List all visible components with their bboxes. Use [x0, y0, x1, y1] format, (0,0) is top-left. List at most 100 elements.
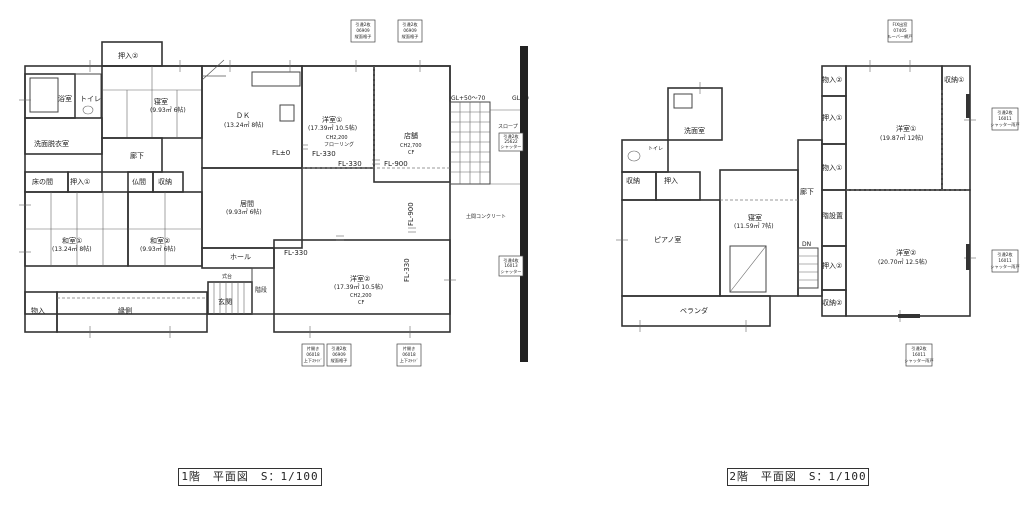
floor2-caption: 2階 平面図 S：1/100 — [727, 468, 869, 486]
svg-text:06909: 06909 — [332, 352, 346, 357]
f1-senmen-label: 洗面脱衣室 — [34, 139, 69, 148]
f2-monoire2-label: 物入② — [822, 75, 842, 84]
f2-tag-1: FIX出窓 07405 ルーバー網戸 — [887, 19, 913, 43]
svg-text:ルーバー網戸: ルーバー網戸 — [887, 33, 912, 40]
f1-youshitsu2-ch: CH2,200 — [350, 293, 372, 299]
f1-youshitsu1-floor: フローリング — [324, 141, 354, 148]
f2-youshitsu1-area: (19.87㎡ 12帖) — [880, 134, 923, 142]
f1-shuunou-label: 収納 — [158, 177, 172, 186]
svg-text:縦面格子: 縦面格子 — [331, 357, 348, 364]
f1-washitsu2-label: 和室② — [150, 236, 170, 245]
f1-level-gl50: GL+50〜70 — [451, 95, 485, 102]
f2-oshiire-label: 押入 — [664, 176, 678, 185]
f1-genkan-label: 玄関 — [218, 297, 232, 306]
f2-window-tags: FIX出窓 07405 ルーバー網戸 引違2枚 16011 シャッター雨戸 引違… — [887, 19, 1020, 367]
f1-kyoma-label: 居間 — [240, 200, 254, 208]
f1-window-tags: 引違2枚 06909 縦面格子 引違2枚 06909 縦面格子 引違2枚 256… — [301, 19, 524, 367]
f1-level-fl900b: FL-900 — [407, 202, 415, 226]
f2-piano-label: ピアノ室 — [654, 235, 681, 244]
svg-text:片開き: 片開き — [403, 345, 416, 352]
f1-butsuma-label: 仏間 — [132, 178, 146, 186]
f1-bedroom-label: 寝室 — [154, 97, 168, 106]
svg-text:上下ｽﾗｲﾄﾞ: 上下ｽﾗｲﾄﾞ — [304, 357, 323, 364]
f1-washitsu1-area: (13.24㎡ 8帖) — [52, 245, 92, 253]
svg-text:25622: 25622 — [504, 139, 518, 144]
svg-text:引違4枚: 引違4枚 — [503, 257, 519, 264]
f1-tag-1: 引違2枚 06909 縦面格子 — [350, 19, 376, 43]
f2-toilet-label: トイレ — [648, 146, 663, 152]
svg-text:シャッター: シャッター — [501, 143, 522, 150]
f1-engawa-label: 縁側 — [118, 306, 132, 315]
f1-bedroom-area: (9.93㎡ 6帖) — [150, 106, 186, 114]
f1-dk-label: ＤＫ — [236, 112, 250, 120]
f2-shuunou1-label: 収納① — [944, 75, 964, 84]
f1-kyoma-area: (9.93㎡ 6帖) — [226, 208, 262, 216]
f1-hall-label: ホール — [230, 253, 251, 261]
svg-text:引違2枚: 引違2枚 — [911, 345, 927, 352]
f1-washitsu2-area: (9.93㎡ 6帖) — [140, 245, 176, 253]
svg-text:縦面格子: 縦面格子 — [402, 33, 419, 40]
f1-monooki-label: 物入 — [31, 306, 45, 315]
f1-youshitsu2-label: 洋室② — [350, 274, 370, 283]
f1-tenpo-cf: CF — [408, 150, 414, 156]
f2-rouka-label: 廊下 — [800, 187, 814, 196]
f2-senmen-label: 洗面室 — [684, 126, 705, 135]
svg-text:引違2枚: 引違2枚 — [355, 21, 371, 28]
f1-youshitsu2-cf: CF — [358, 300, 364, 306]
f1-level-fl330a: FL-330 — [312, 150, 336, 158]
f1-youshitsu1-ch: CH2,200 — [326, 135, 348, 141]
f1-tag-5: 片開き 06018 上下ｽﾗｲﾄﾞ — [301, 343, 325, 367]
f2-tag-4: 引違2枚 16011 シャッター雨戸 — [904, 343, 934, 367]
svg-text:引違2枚: 引違2枚 — [402, 21, 418, 28]
f2-tag-2: 引違2枚 16011 シャッター雨戸 — [990, 107, 1020, 131]
svg-text:06018: 06018 — [402, 352, 416, 357]
f2-shuunou2-label: 収納② — [822, 298, 842, 307]
f1-youshitsu2-area: (17.39㎡ 10.5帖) — [334, 283, 383, 291]
f1-level-fl330b: FL-330 — [338, 160, 362, 168]
svg-text:縦面格子: 縦面格子 — [355, 33, 372, 40]
floor1-caption: 1階 平面図 S：1/100 — [178, 468, 322, 486]
svg-text:07405: 07405 — [893, 28, 907, 33]
f1-youshitsu1-area: (17.39㎡ 10.5帖) — [308, 124, 357, 132]
f2-kaidan-label: 階設置 — [822, 211, 843, 220]
f2-tag-3: 引違2枚 16011 シャッター雨戸 — [990, 249, 1020, 273]
f2-monoire1-label: 物入① — [822, 163, 842, 172]
f1-tag-4: 引違4枚 16013 シャッター — [498, 255, 524, 277]
floor1-plan — [19, 41, 528, 362]
svg-text:FIX出窓: FIX出窓 — [893, 21, 908, 28]
f2-youshitsu1-label: 洋室① — [896, 124, 916, 133]
f1-bath-label: 浴室 — [58, 94, 72, 103]
f1-level-fl0: FL±0 — [272, 149, 290, 157]
f1-oshiire2-label: 押入② — [118, 51, 138, 60]
f1-washitsu1-label: 和室① — [62, 236, 82, 245]
f2-veranda-label: ベランダ — [680, 306, 708, 315]
svg-text:シャッター雨戸: シャッター雨戸 — [990, 121, 1019, 128]
svg-text:16011: 16011 — [912, 352, 926, 357]
f2-oshiire2-label: 押入② — [822, 261, 842, 270]
svg-text:引違2枚: 引違2枚 — [503, 133, 519, 140]
f1-tag-6: 引違2枚 06909 縦面格子 — [326, 343, 352, 367]
f2-shuunou-label: 収納 — [626, 176, 640, 185]
f2-bedroom-label: 寝室 — [748, 213, 762, 222]
svg-text:上下ｽﾗｲﾄﾞ: 上下ｽﾗｲﾄﾞ — [400, 357, 419, 364]
f1-oshiire1-label: 押入① — [70, 177, 90, 186]
f1-level-fl330d: FL-330 — [403, 258, 411, 282]
f1-rouka-label: 廊下 — [130, 151, 144, 160]
svg-text:06018: 06018 — [306, 352, 320, 357]
f1-tokonoma-label: 床の間 — [32, 177, 53, 186]
svg-text:シャッター: シャッター — [501, 268, 522, 275]
f2-bedroom-area: (11.59㎡ 7帖) — [734, 222, 774, 230]
f1-level-fl330c: FL-330 — [284, 249, 308, 257]
svg-text:06909: 06909 — [403, 28, 417, 33]
f2-dn-label: DN — [802, 241, 811, 248]
svg-text:引違2枚: 引違2枚 — [997, 109, 1013, 116]
f1-shikidai-label: 式台 — [222, 273, 232, 280]
f1-doma-label: 土間コンクリート — [466, 213, 506, 220]
f2-youshitsu2-area: (20.70㎡ 12.5帖) — [878, 258, 927, 266]
f1-youshitsu1-label: 洋室① — [322, 115, 342, 124]
f2-youshitsu2-label: 洋室② — [896, 248, 916, 257]
f1-kaidan-label: 階段 — [255, 286, 267, 294]
f1-level-fl900a: FL-900 — [384, 160, 408, 168]
f1-toilet-label: トイレ — [80, 95, 101, 103]
